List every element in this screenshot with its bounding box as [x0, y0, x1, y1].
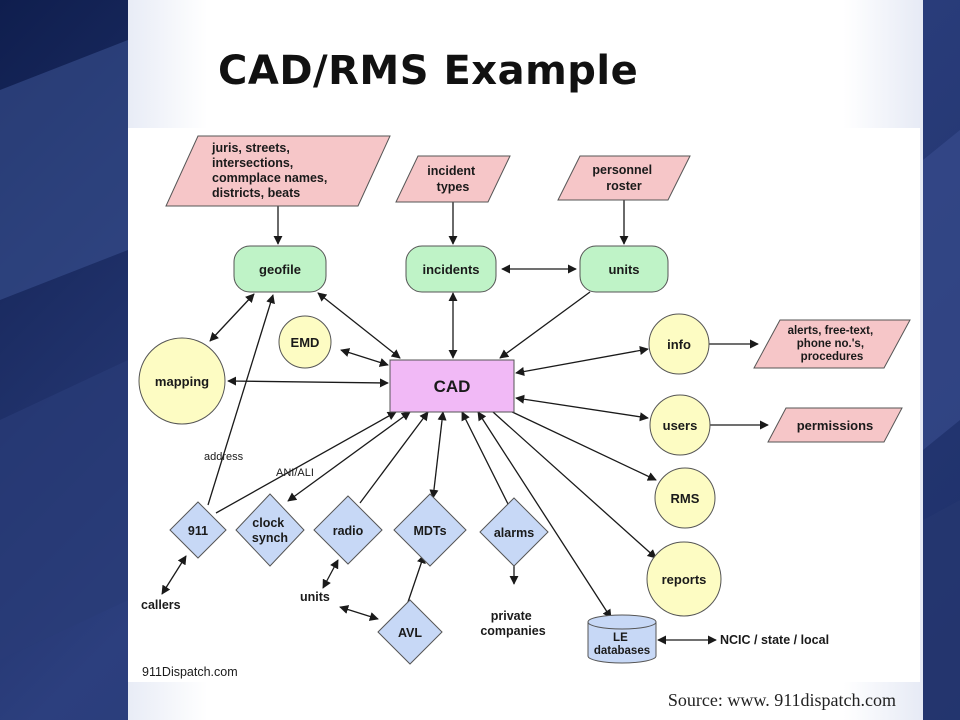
svg-text:alarms: alarms [494, 526, 534, 540]
node-cad: CAD [389, 359, 515, 413]
edge-mapping-cad [227, 376, 389, 388]
edge-info-cad [515, 345, 649, 377]
node-911: 911 [169, 501, 227, 559]
node-ncic: NCIC / state / local [720, 633, 829, 647]
svg-text:RMS: RMS [671, 491, 700, 506]
node-mdts: MDTs [393, 493, 467, 567]
source-caption: Source: www. 911dispatch.com [667, 690, 896, 710]
svg-text:geofile: geofile [259, 262, 301, 277]
node-units-bottom: units [300, 590, 330, 604]
svg-text:clock synch: clock synch [252, 516, 288, 545]
svg-text:AVL: AVL [398, 626, 422, 640]
edge-mdts-cad [429, 411, 447, 499]
edge-911-callers [161, 555, 187, 595]
edge-geofile-cad [317, 292, 401, 359]
svg-text:mapping: mapping [155, 374, 209, 389]
node-le-databases: LE databases [587, 614, 657, 664]
node-private-companies: private companies [480, 609, 545, 638]
node-mapping: mapping [138, 337, 226, 425]
node-rms: RMS [654, 467, 716, 529]
node-callers: callers [141, 598, 181, 612]
edge-units-cad [499, 291, 591, 359]
edge-avl-mdts [407, 554, 426, 603]
edge-emd-cad [340, 348, 389, 367]
node-radio: radio [313, 495, 383, 565]
svg-text:personnel roster: personnel roster [592, 163, 655, 193]
svg-text:juris, streets, intersec: juris, streets, intersections, commplace… [211, 141, 331, 200]
node-incidents: incidents [405, 245, 497, 293]
node-emd: EMD [278, 315, 332, 369]
edge-label-ani-ali: ANI/ALI [276, 467, 314, 479]
edge-users-cad [515, 394, 649, 422]
svg-text:911: 911 [188, 524, 208, 538]
svg-text:reports: reports [662, 572, 707, 587]
edge-label-address: address [204, 451, 244, 463]
diagram-watermark: 911Dispatch.com [142, 665, 238, 679]
svg-text:info: info [667, 337, 691, 352]
cad-rms-diagram: juris, streets, intersections, commplace… [128, 128, 920, 682]
node-geofile: geofile [233, 245, 327, 293]
svg-text:incidents: incidents [422, 262, 479, 277]
node-avl: AVL [377, 599, 443, 665]
node-reports: reports [646, 541, 722, 617]
node-alarms: alarms [479, 497, 549, 567]
edge-clock-cad [287, 411, 411, 502]
svg-text:users: users [663, 418, 698, 433]
edge-radio-cad [359, 411, 429, 504]
edge-radio-units [322, 559, 339, 589]
node-incident-types: incident types [395, 155, 511, 203]
svg-text:alerts, free-text, phone: alerts, free-text, phone no.'s, procedur… [788, 325, 877, 363]
node-units-top: units [579, 245, 669, 293]
edge-911-geofile [207, 294, 275, 506]
node-alerts: alerts, free-text, phone no.'s, procedur… [753, 319, 911, 369]
edge-alarms-cad [461, 411, 509, 505]
node-clock-synch: clock synch [235, 493, 305, 567]
slide-title: CAD/RMS Example [218, 48, 639, 94]
svg-text:EMD: EMD [291, 335, 320, 350]
svg-text:MDTs: MDTs [413, 524, 446, 538]
node-juris: juris, streets, intersections, commplace… [165, 135, 391, 207]
edge-units-avl [339, 605, 379, 621]
node-info: info [648, 313, 710, 375]
svg-text:permissions: permissions [797, 418, 874, 433]
edge-cad-le [477, 411, 612, 619]
svg-text:radio: radio [333, 524, 364, 538]
node-permissions: permissions [767, 407, 903, 443]
svg-text:LE databases: LE databases [594, 632, 650, 657]
svg-text:CAD: CAD [434, 377, 471, 396]
node-users: users [649, 394, 711, 456]
svg-text:incident types: incident types [427, 164, 478, 194]
edge-geofile-mapping [209, 293, 255, 342]
svg-text:units: units [608, 262, 639, 277]
node-personnel-roster: personnel roster [557, 155, 691, 201]
